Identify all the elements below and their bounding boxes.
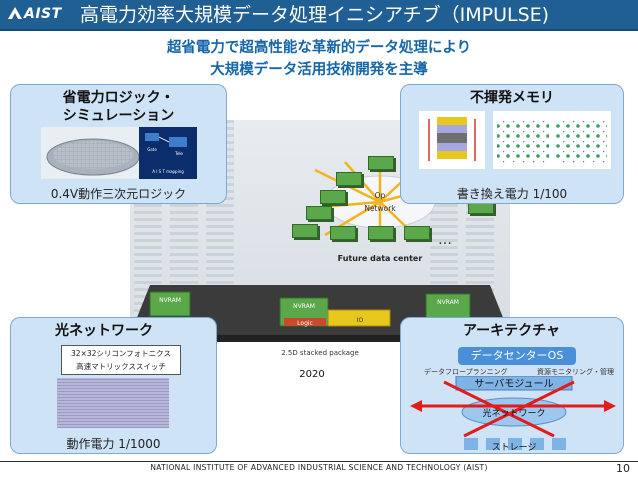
memory-lattice-image [493, 111, 611, 169]
memory-panel-title: 不揮発メモリ [470, 90, 554, 106]
memory-panel: 不揮発メモリ 書き換え電力 1/100 [400, 84, 624, 204]
server-chip [292, 224, 318, 238]
chip-label-nvram-3: NVRAM [437, 299, 459, 306]
optical-panel-caption: 動作電力 1/1000 [66, 437, 161, 451]
server-chip [368, 226, 394, 240]
logic-panel-title-2: シミュレーション [62, 108, 175, 124]
page-title: 高電力効率大規模データ処理イニシアチブ（IMPULSE) [80, 4, 550, 26]
photonics-switch-image [57, 378, 169, 428]
server-chip [404, 226, 430, 240]
chip-label-logic: Logic [297, 320, 313, 327]
server-chip [306, 206, 332, 220]
logo-text: AIST [24, 6, 62, 22]
wafer-image [41, 127, 153, 179]
switch-label-box: 32×32シリコンフォトニクス 高速マトリックススイッチ [61, 345, 181, 375]
ellipsis-label: … [438, 232, 452, 248]
arch-network-label: 光ネットワーク [482, 407, 545, 419]
optical-network-panel: 光ネットワーク 32×32シリコンフォトニクス 高速マトリックススイッチ 動作電… [10, 317, 217, 454]
footer-divider [0, 461, 638, 462]
gate-mapping-image: Gate Tele A I S T mapping [139, 127, 197, 179]
aist-logo-icon [8, 7, 22, 19]
chip-label-nvram-1: NVRAM [159, 297, 181, 304]
subtitle-line-1: 超省電力で超高性能な革新的データ処理により [166, 40, 472, 56]
architecture-diagram: サーバモジュール 光ネットワーク ストレージ [410, 376, 616, 452]
switch-label-line-2: 高速マトリックススイッチ [76, 362, 166, 371]
resource-monitoring-label: 資源モニタリング・管理 [537, 368, 614, 376]
image-label-mapping: A I S T mapping [152, 169, 184, 174]
package-label: 2.5D stacked package [281, 349, 359, 357]
optical-panel-title: 光ネットワーク [55, 323, 153, 339]
network-label-1: Op [375, 191, 386, 200]
datacenter-os-label: データセンターOS [458, 347, 576, 365]
chip-label-nvram-2: NVRAM [293, 303, 315, 310]
server-chip [330, 226, 356, 240]
memory-panel-caption: 書き換え電力 1/100 [456, 187, 568, 201]
server-chip [368, 156, 394, 170]
aist-logo: AIST [8, 6, 66, 26]
image-label-tele: Tele [174, 151, 183, 156]
memory-device-image [419, 111, 485, 169]
title-bar: AIST 高電力効率大規模データ処理イニシアチブ（IMPULSE) [0, 0, 638, 31]
logic-panel-caption: 0.4V動作三次元ロジック [50, 187, 187, 201]
server-chip [336, 172, 362, 186]
storage-label: ストレージ [492, 443, 537, 452]
logic-panel: 省電力ロジック・ シミュレーション Gate Tele A I S T mapp… [10, 84, 227, 204]
year-label: 2020 [299, 369, 324, 380]
subtitle-line-2: 大規模データ活用技術開発を主導 [210, 62, 428, 78]
future-datacenter-label: Future data center [338, 254, 423, 263]
server-module-label: サーバモジュール [474, 378, 553, 390]
switch-label-line-1: 32×32シリコンフォトニクス [71, 349, 171, 358]
chip-label-io: IO [357, 317, 364, 324]
image-label-gate: Gate [147, 147, 157, 152]
dataflow-planning-label: データフロープランニング [424, 368, 508, 376]
logic-panel-title-1: 省電力ロジック・ [62, 90, 175, 106]
footer-text: NATIONAL INSTITUTE OF ADVANCED INDUSTRIA… [150, 463, 488, 472]
page-number: 10 [616, 462, 630, 475]
server-chip [320, 190, 346, 204]
network-label-2: Network [364, 204, 396, 213]
architecture-panel-title: アーキテクチャ [463, 323, 561, 339]
